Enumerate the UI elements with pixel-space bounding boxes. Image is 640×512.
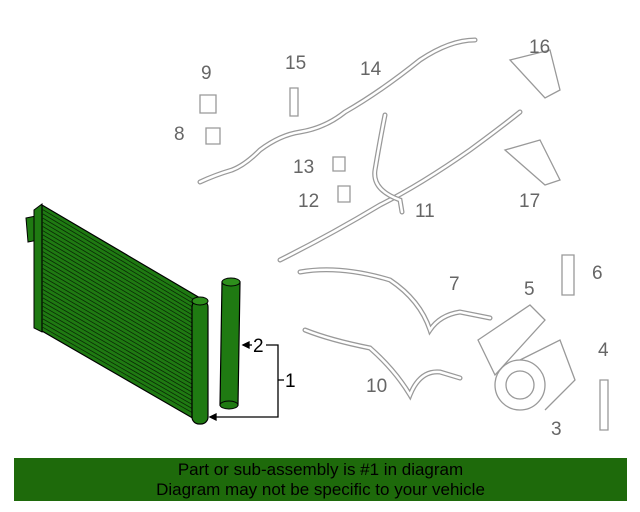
condenser-fin xyxy=(41,326,199,417)
condenser-fin xyxy=(41,284,199,376)
callout-14[interactable]: 14 xyxy=(360,59,382,80)
callout-labels: 1 2 3 4 5 6 7 8 9 10 11 12 13 14 15 16 1… xyxy=(174,37,609,440)
condenser-fin xyxy=(41,271,199,364)
condenser-fin xyxy=(41,276,199,368)
condenser-fin xyxy=(41,250,199,344)
callout-6[interactable]: 6 xyxy=(592,263,603,284)
other-parts xyxy=(197,37,609,431)
callout-12[interactable]: 12 xyxy=(298,191,319,212)
condenser-fin xyxy=(41,288,199,380)
condenser-fin xyxy=(41,238,199,331)
callout-7[interactable]: 7 xyxy=(449,274,460,295)
condenser-fin xyxy=(41,280,199,372)
receiver-drier[interactable] xyxy=(219,277,241,410)
callout-13[interactable]: 13 xyxy=(293,157,314,178)
callout-8[interactable]: 8 xyxy=(174,124,185,145)
callout-16[interactable]: 16 xyxy=(529,37,550,58)
callout-11[interactable]: 11 xyxy=(415,201,435,222)
condenser-fin xyxy=(41,242,199,335)
condenser-fin xyxy=(41,234,199,327)
callout-leaders xyxy=(208,340,284,422)
condenser-fin xyxy=(41,208,199,303)
callout-9[interactable]: 9 xyxy=(201,63,212,84)
condenser-fin xyxy=(41,301,199,392)
condenser-fin xyxy=(41,305,199,396)
callout-15[interactable]: 15 xyxy=(285,53,306,74)
callout-5[interactable]: 5 xyxy=(524,279,535,300)
condenser-fin xyxy=(41,225,199,319)
condenser-fin xyxy=(41,217,199,311)
condenser-fin xyxy=(41,292,199,384)
callout-10[interactable]: 10 xyxy=(366,376,387,397)
condenser-fin xyxy=(41,313,199,405)
notice-banner: Part or sub-assembly is #1 in diagram Di… xyxy=(14,458,627,501)
condenser-fin xyxy=(41,259,199,352)
condenser-fin xyxy=(41,322,199,413)
condenser-fin xyxy=(41,246,199,340)
condenser-fin xyxy=(41,318,199,409)
callout-3[interactable]: 3 xyxy=(551,419,562,440)
callout-2[interactable]: 2 xyxy=(253,336,264,357)
notice-line-1: Part or sub-assembly is #1 in diagram xyxy=(177,460,464,479)
condenser-fin xyxy=(41,255,199,348)
condenser-fin xyxy=(41,309,199,401)
callout-17[interactable]: 17 xyxy=(519,191,540,212)
condenser[interactable] xyxy=(25,203,209,425)
notice-line-2: Diagram may not be specific to your vehi… xyxy=(156,480,485,499)
condenser-fin xyxy=(41,221,199,315)
condenser-fin xyxy=(41,267,199,360)
condenser-fin xyxy=(41,229,199,323)
condenser-fin xyxy=(41,213,199,307)
condenser-fin xyxy=(41,297,199,388)
callout-1[interactable]: 1 xyxy=(285,371,296,392)
condenser-fin xyxy=(41,263,199,356)
callout-4[interactable]: 4 xyxy=(598,340,609,361)
parts-diagram: 1 2 3 4 5 6 7 8 9 10 11 12 13 14 15 16 1… xyxy=(25,37,609,440)
